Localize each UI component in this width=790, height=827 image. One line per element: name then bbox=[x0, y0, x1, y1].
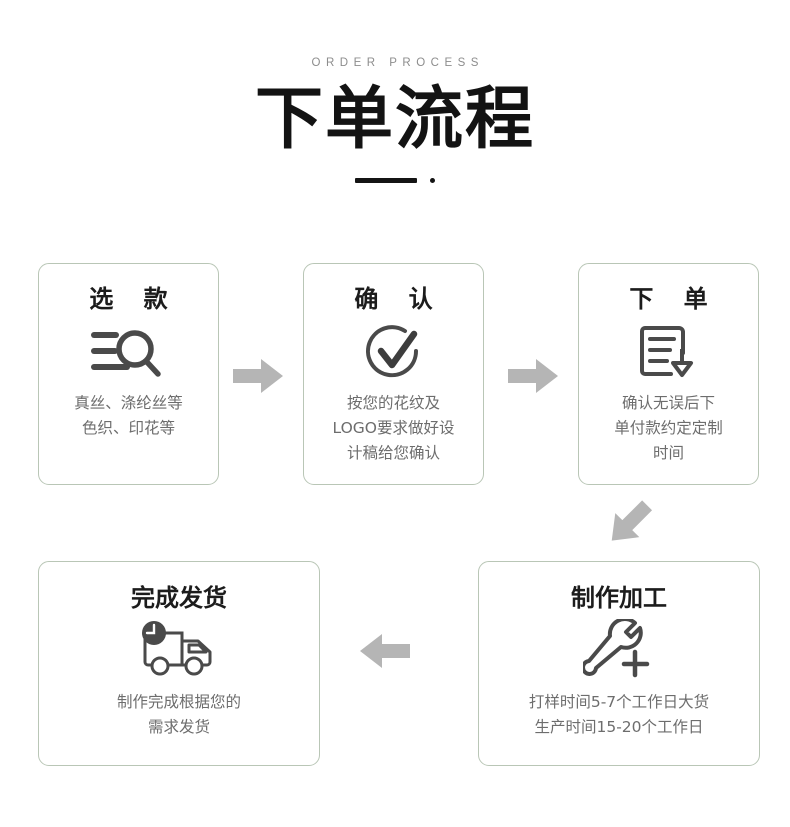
step-description-line: 需求发货 bbox=[147, 718, 210, 736]
step-title: 完成发货 bbox=[131, 584, 227, 612]
step-title: 下 单 bbox=[629, 285, 719, 313]
step-description: 确认无误后下 单付款约定定制 时间 bbox=[614, 391, 723, 466]
arrow-down-left-icon bbox=[600, 497, 656, 554]
arrow-left-icon bbox=[358, 633, 410, 674]
step-description-line: 确认无误后下 bbox=[621, 394, 715, 412]
step-title: 制作加工 bbox=[571, 584, 667, 612]
step-description-line: 真丝、涤纶丝等 bbox=[74, 394, 183, 412]
step-description-line: 计稿给您确认 bbox=[346, 444, 440, 462]
step-card-confirm[interactable]: 确 认 按您的花纹及 LOGO要求做好设 计稿给您确认 bbox=[303, 263, 484, 485]
step-title: 确 认 bbox=[354, 285, 444, 313]
document-download-icon bbox=[637, 322, 701, 384]
step-description: 按您的花纹及 LOGO要求做好设 计稿给您确认 bbox=[333, 391, 455, 466]
search-list-icon bbox=[88, 322, 170, 384]
wrench-plus-icon bbox=[583, 619, 655, 681]
arrow-right-icon bbox=[233, 358, 285, 399]
step-description-line: 制作完成根据您的 bbox=[116, 693, 241, 711]
divider-dot bbox=[430, 177, 435, 183]
check-circle-icon bbox=[361, 322, 427, 384]
step-card-production[interactable]: 制作加工 打样时间5-7个工作日大货 生产时间15-20个工作日 bbox=[478, 561, 760, 766]
step-card-shipping[interactable]: 完成发货 制作完成根据您的 需求发货 bbox=[38, 561, 320, 766]
step-description-line: 色织、印花等 bbox=[81, 419, 175, 437]
truck-clock-icon bbox=[136, 619, 222, 681]
step-description: 制作完成根据您的 需求发货 bbox=[117, 690, 241, 740]
divider-bar bbox=[355, 177, 417, 183]
step-description: 真丝、涤纶丝等 色织、印花等 bbox=[74, 391, 183, 441]
step-description-line: 按您的花纹及 bbox=[346, 394, 440, 412]
step-description-line: 时间 bbox=[652, 444, 684, 462]
step-title: 选 款 bbox=[89, 285, 179, 313]
step-description-line: 单付款约定定制 bbox=[614, 419, 723, 437]
page-title: 下单流程 bbox=[254, 80, 535, 159]
step-card-select-style[interactable]: 选 款 真丝、涤纶丝等 色织、印花等 bbox=[38, 263, 219, 485]
arrow-right-icon bbox=[508, 358, 560, 399]
step-description-line: 打样时间5-7个工作日大货 bbox=[528, 693, 710, 711]
step-description-line: 生产时间15-20个工作日 bbox=[534, 718, 704, 736]
step-description-line: LOGO要求做好设 bbox=[332, 419, 455, 437]
page-header: ORDER PROCESS 下单流程 bbox=[0, 0, 790, 187]
eyebrow-label: ORDER PROCESS bbox=[311, 57, 484, 69]
step-card-place-order[interactable]: 下 单 确认无误后下 单付款约定定制 时间 bbox=[578, 263, 759, 485]
title-divider bbox=[0, 173, 790, 187]
step-description: 打样时间5-7个工作日大货 生产时间15-20个工作日 bbox=[529, 690, 709, 740]
